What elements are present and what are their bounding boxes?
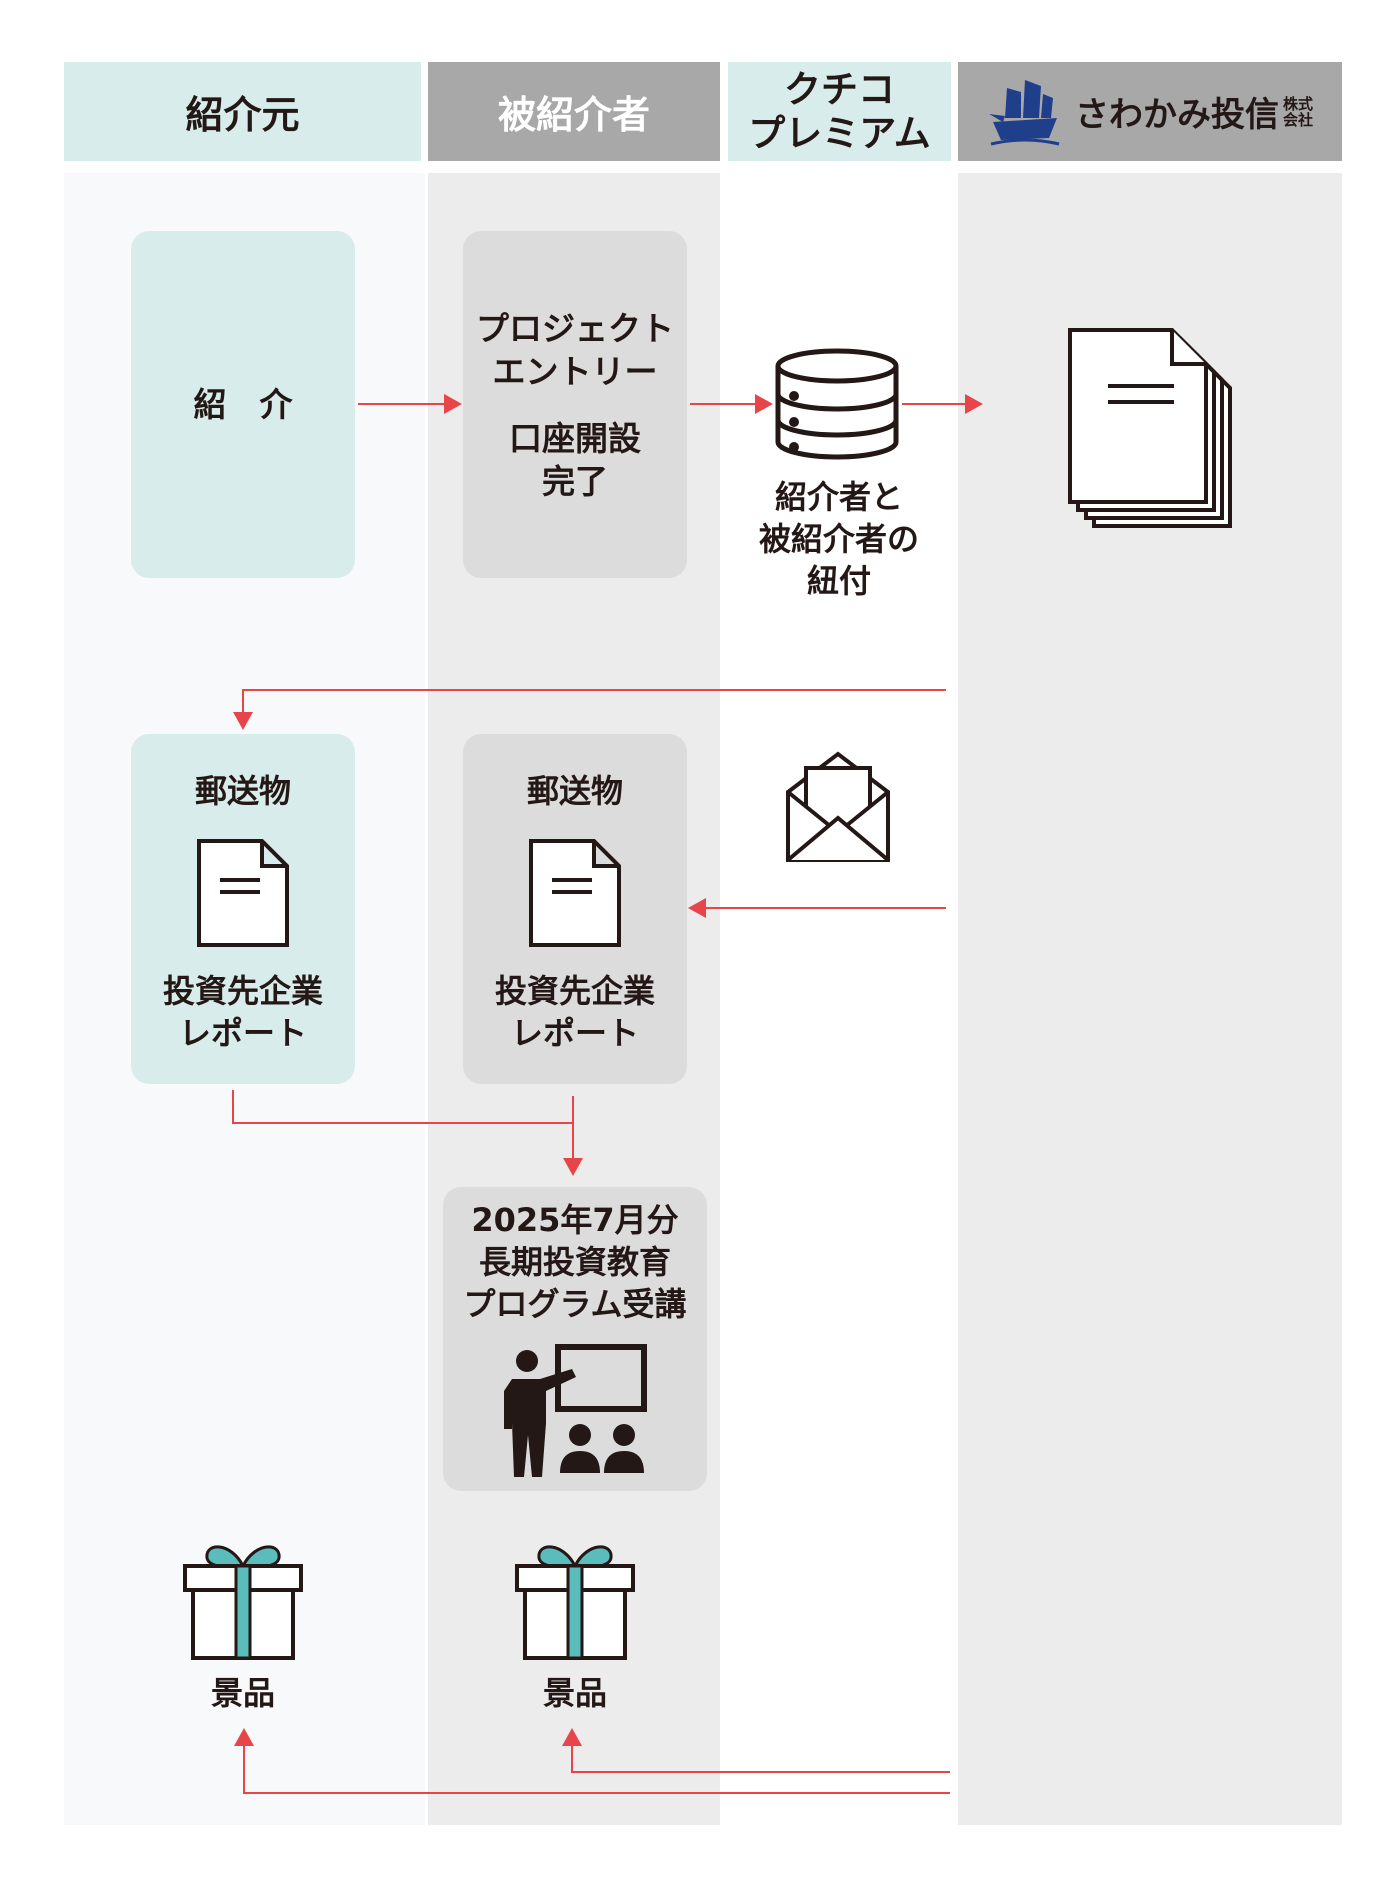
header-suffix-line2: 会社 xyxy=(1282,110,1313,129)
program-line2: 長期投資教育 xyxy=(478,1243,671,1281)
mail-box-referred: 郵送物 投資先企業 レポート xyxy=(463,734,687,1084)
database-icon xyxy=(775,348,899,460)
arrowhead xyxy=(233,712,253,730)
arrowhead xyxy=(444,394,462,414)
report-line1-referred: 投資先企業 xyxy=(494,972,655,1010)
program-box: 2025年7月分 長期投資教育 プログラム受講 xyxy=(443,1187,707,1491)
header-kuchiko-line1: クチコ xyxy=(784,67,895,111)
header-suffix-line1: 株式 xyxy=(1282,94,1313,113)
arrowhead xyxy=(965,394,983,414)
link-line1: 紹介者と xyxy=(774,478,903,516)
entry-box: プロジェクト エントリー 口座開設 完了 xyxy=(463,231,687,578)
arrowhead xyxy=(562,1728,582,1746)
lecture-icon xyxy=(504,1344,647,1477)
report-line1-introducer: 投資先企業 xyxy=(162,972,323,1010)
header-kuchiko-premium: クチコ プレミアム xyxy=(728,62,951,161)
arrowhead xyxy=(234,1728,254,1746)
report-line2-referred: レポート xyxy=(510,1014,639,1052)
document-stack-icon xyxy=(1068,328,1232,528)
link-caption: 紹介者と 被紹介者の 紐付 xyxy=(735,476,943,602)
link-line2: 被紹介者の xyxy=(758,520,919,558)
mail-label-referred: 郵送物 xyxy=(526,772,623,810)
gift-icon xyxy=(515,1545,635,1660)
program-line1: 2025年7月分 xyxy=(471,1201,679,1239)
header-sawakami-suffix: 株式 会社 xyxy=(1283,96,1313,128)
header-referred-label: 被紹介者 xyxy=(497,93,650,137)
header-introducer-label: 紹介元 xyxy=(185,93,300,137)
header-sawakami: さわかみ投信 株式 会社 xyxy=(958,62,1342,161)
header-sawakami-label: さわかみ投信 xyxy=(1074,95,1279,135)
document-icon xyxy=(529,839,621,947)
mail-box-introducer: 郵送物 投資先企業 レポート xyxy=(131,734,355,1084)
mail-label-introducer: 郵送物 xyxy=(194,772,291,810)
prize-label-referred: 景品 xyxy=(542,1674,607,1712)
entry-line1: プロジェクト xyxy=(476,308,674,348)
header-referred: 被紹介者 xyxy=(428,62,720,161)
header-introducer: 紹介元 xyxy=(64,62,421,161)
open-envelope-icon xyxy=(786,751,890,862)
account-line1: 口座開設 xyxy=(509,418,641,458)
header-kuchiko-line2: プレミアム xyxy=(748,111,931,155)
report-line2-introducer: レポート xyxy=(178,1014,307,1052)
arrowhead xyxy=(688,898,706,918)
prize-label-introducer: 景品 xyxy=(210,1674,275,1712)
arrowhead xyxy=(755,394,773,414)
entry-line2: エントリー xyxy=(492,351,658,391)
introduce-label: 紹 介 xyxy=(193,385,293,424)
program-line3: プログラム受講 xyxy=(463,1285,687,1323)
introduce-box: 紹 介 xyxy=(131,231,355,578)
gift-icon xyxy=(183,1545,303,1660)
link-line3: 紐付 xyxy=(806,562,871,600)
ship-logo-icon xyxy=(988,79,1060,145)
account-line2: 完了 xyxy=(542,461,608,501)
arrowhead xyxy=(563,1158,583,1176)
document-icon xyxy=(197,839,289,947)
